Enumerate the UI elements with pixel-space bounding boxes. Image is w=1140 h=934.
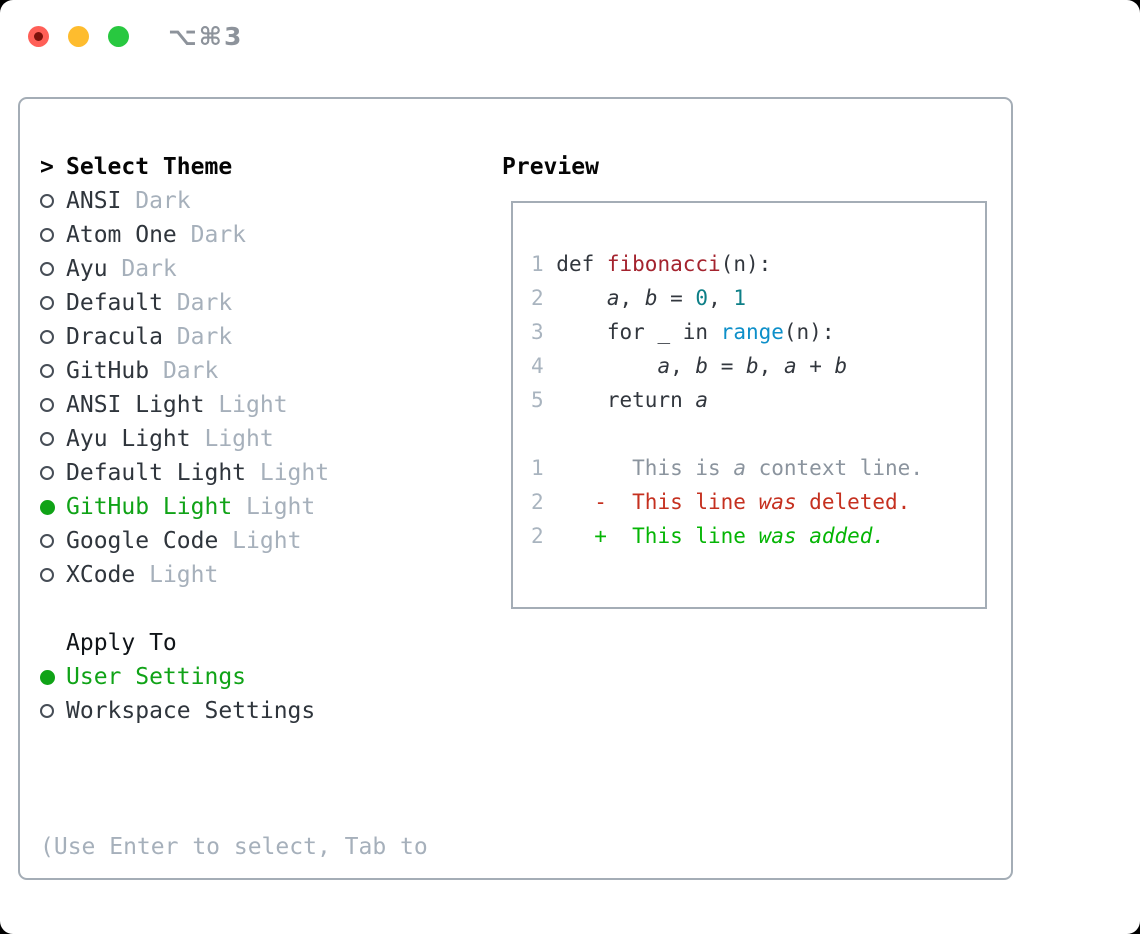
close-button[interactable] — [28, 26, 49, 47]
minimize-button[interactable] — [68, 26, 89, 47]
theme-option-label: Google Code — [66, 528, 219, 554]
radio-unselected-icon — [40, 398, 54, 412]
titlebar: ⌥⌘3 — [0, 0, 1140, 72]
theme-option-label: Dracula — [66, 324, 163, 350]
radio-unselected-icon — [40, 330, 54, 344]
apply-to-option[interactable]: Workspace Settings — [40, 694, 480, 728]
theme-variant-tag: Light — [218, 528, 302, 554]
theme-option[interactable]: Dracula Dark — [40, 320, 480, 354]
theme-variant-tag: Dark — [107, 256, 177, 282]
window-title-shortcut: ⌥⌘3 — [168, 22, 244, 51]
radio-unselected-icon — [40, 704, 54, 718]
radio-selected-icon — [40, 669, 55, 685]
theme-variant-tag: Light — [232, 494, 316, 520]
theme-variant-tag: Light — [246, 460, 330, 486]
theme-variant-tag: Dark — [176, 222, 247, 248]
theme-option-label: ANSI — [66, 188, 122, 214]
theme-variant-tag: Dark — [121, 188, 191, 214]
theme-option-label: ANSI Light — [66, 392, 205, 418]
apply-to-option-label: Workspace Settings — [66, 698, 316, 724]
radio-unselected-icon — [40, 364, 54, 378]
keyboard-hint: (Use Enter to select, Tab to change focu… — [40, 762, 480, 934]
theme-option[interactable]: Atom One Dark — [40, 218, 480, 252]
apply-to-header: Apply To — [40, 626, 480, 660]
radio-unselected-icon — [40, 228, 54, 242]
select-theme-title: Select Theme — [66, 154, 233, 180]
theme-option[interactable]: GitHub Light Light — [40, 490, 480, 524]
theme-variant-tag: Light — [190, 426, 274, 452]
theme-option[interactable]: Default Dark — [40, 286, 480, 320]
radio-unselected-icon — [40, 262, 54, 276]
theme-option-label: Ayu — [66, 256, 108, 282]
theme-option-label: GitHub Light — [66, 494, 233, 520]
preview-title: Preview — [502, 154, 599, 180]
theme-option[interactable]: XCode Light — [40, 558, 480, 592]
apply-to-option-label: User Settings — [66, 664, 247, 690]
theme-variant-tag: Dark — [149, 358, 219, 384]
apply-to-option[interactable]: User Settings — [40, 660, 480, 694]
prompt-caret-icon: > — [40, 154, 54, 180]
theme-variant-tag: Light — [204, 392, 288, 418]
spacer — [40, 592, 480, 626]
radio-unselected-icon — [40, 296, 54, 310]
hint-line-1: (Use Enter to select, Tab to — [40, 834, 428, 860]
theme-option[interactable]: Default Light Light — [40, 456, 480, 490]
theme-option[interactable]: ANSI Light Light — [40, 388, 480, 422]
theme-option-label: Default Light — [66, 460, 247, 486]
radio-unselected-icon — [40, 194, 54, 208]
theme-variant-tag: Light — [135, 562, 219, 588]
theme-option[interactable]: Ayu Dark — [40, 252, 480, 286]
radio-unselected-icon — [40, 568, 54, 582]
theme-option-label: Default — [66, 290, 163, 316]
theme-variant-tag: Dark — [162, 324, 233, 350]
radio-unselected-icon — [40, 534, 54, 548]
apply-to-title: Apply To — [66, 630, 177, 656]
radio-selected-icon — [40, 499, 55, 515]
theme-variant-tag: Dark — [162, 290, 233, 316]
theme-option[interactable]: ANSI Dark — [40, 184, 480, 218]
theme-option-label: Atom One — [66, 222, 177, 248]
preview-box: 1 def fibonacci(n): 2 a, b = 0, 1 3 for … — [511, 201, 987, 609]
radio-unselected-icon — [40, 432, 54, 446]
preview-code: 1 def fibonacci(n): 2 a, b = 0, 1 3 for … — [531, 252, 923, 548]
radio-unselected-icon — [40, 466, 54, 480]
select-theme-header: > Select Theme — [40, 150, 480, 184]
theme-option[interactable]: Google Code Light — [40, 524, 480, 558]
theme-option-label: GitHub — [66, 358, 150, 384]
theme-option-label: XCode — [66, 562, 136, 588]
theme-option-label: Ayu Light — [66, 426, 191, 452]
zoom-button[interactable] — [108, 26, 129, 47]
spacer — [40, 728, 480, 762]
theme-option[interactable]: GitHub Dark — [40, 354, 480, 388]
theme-option[interactable]: Ayu Light Light — [40, 422, 480, 456]
